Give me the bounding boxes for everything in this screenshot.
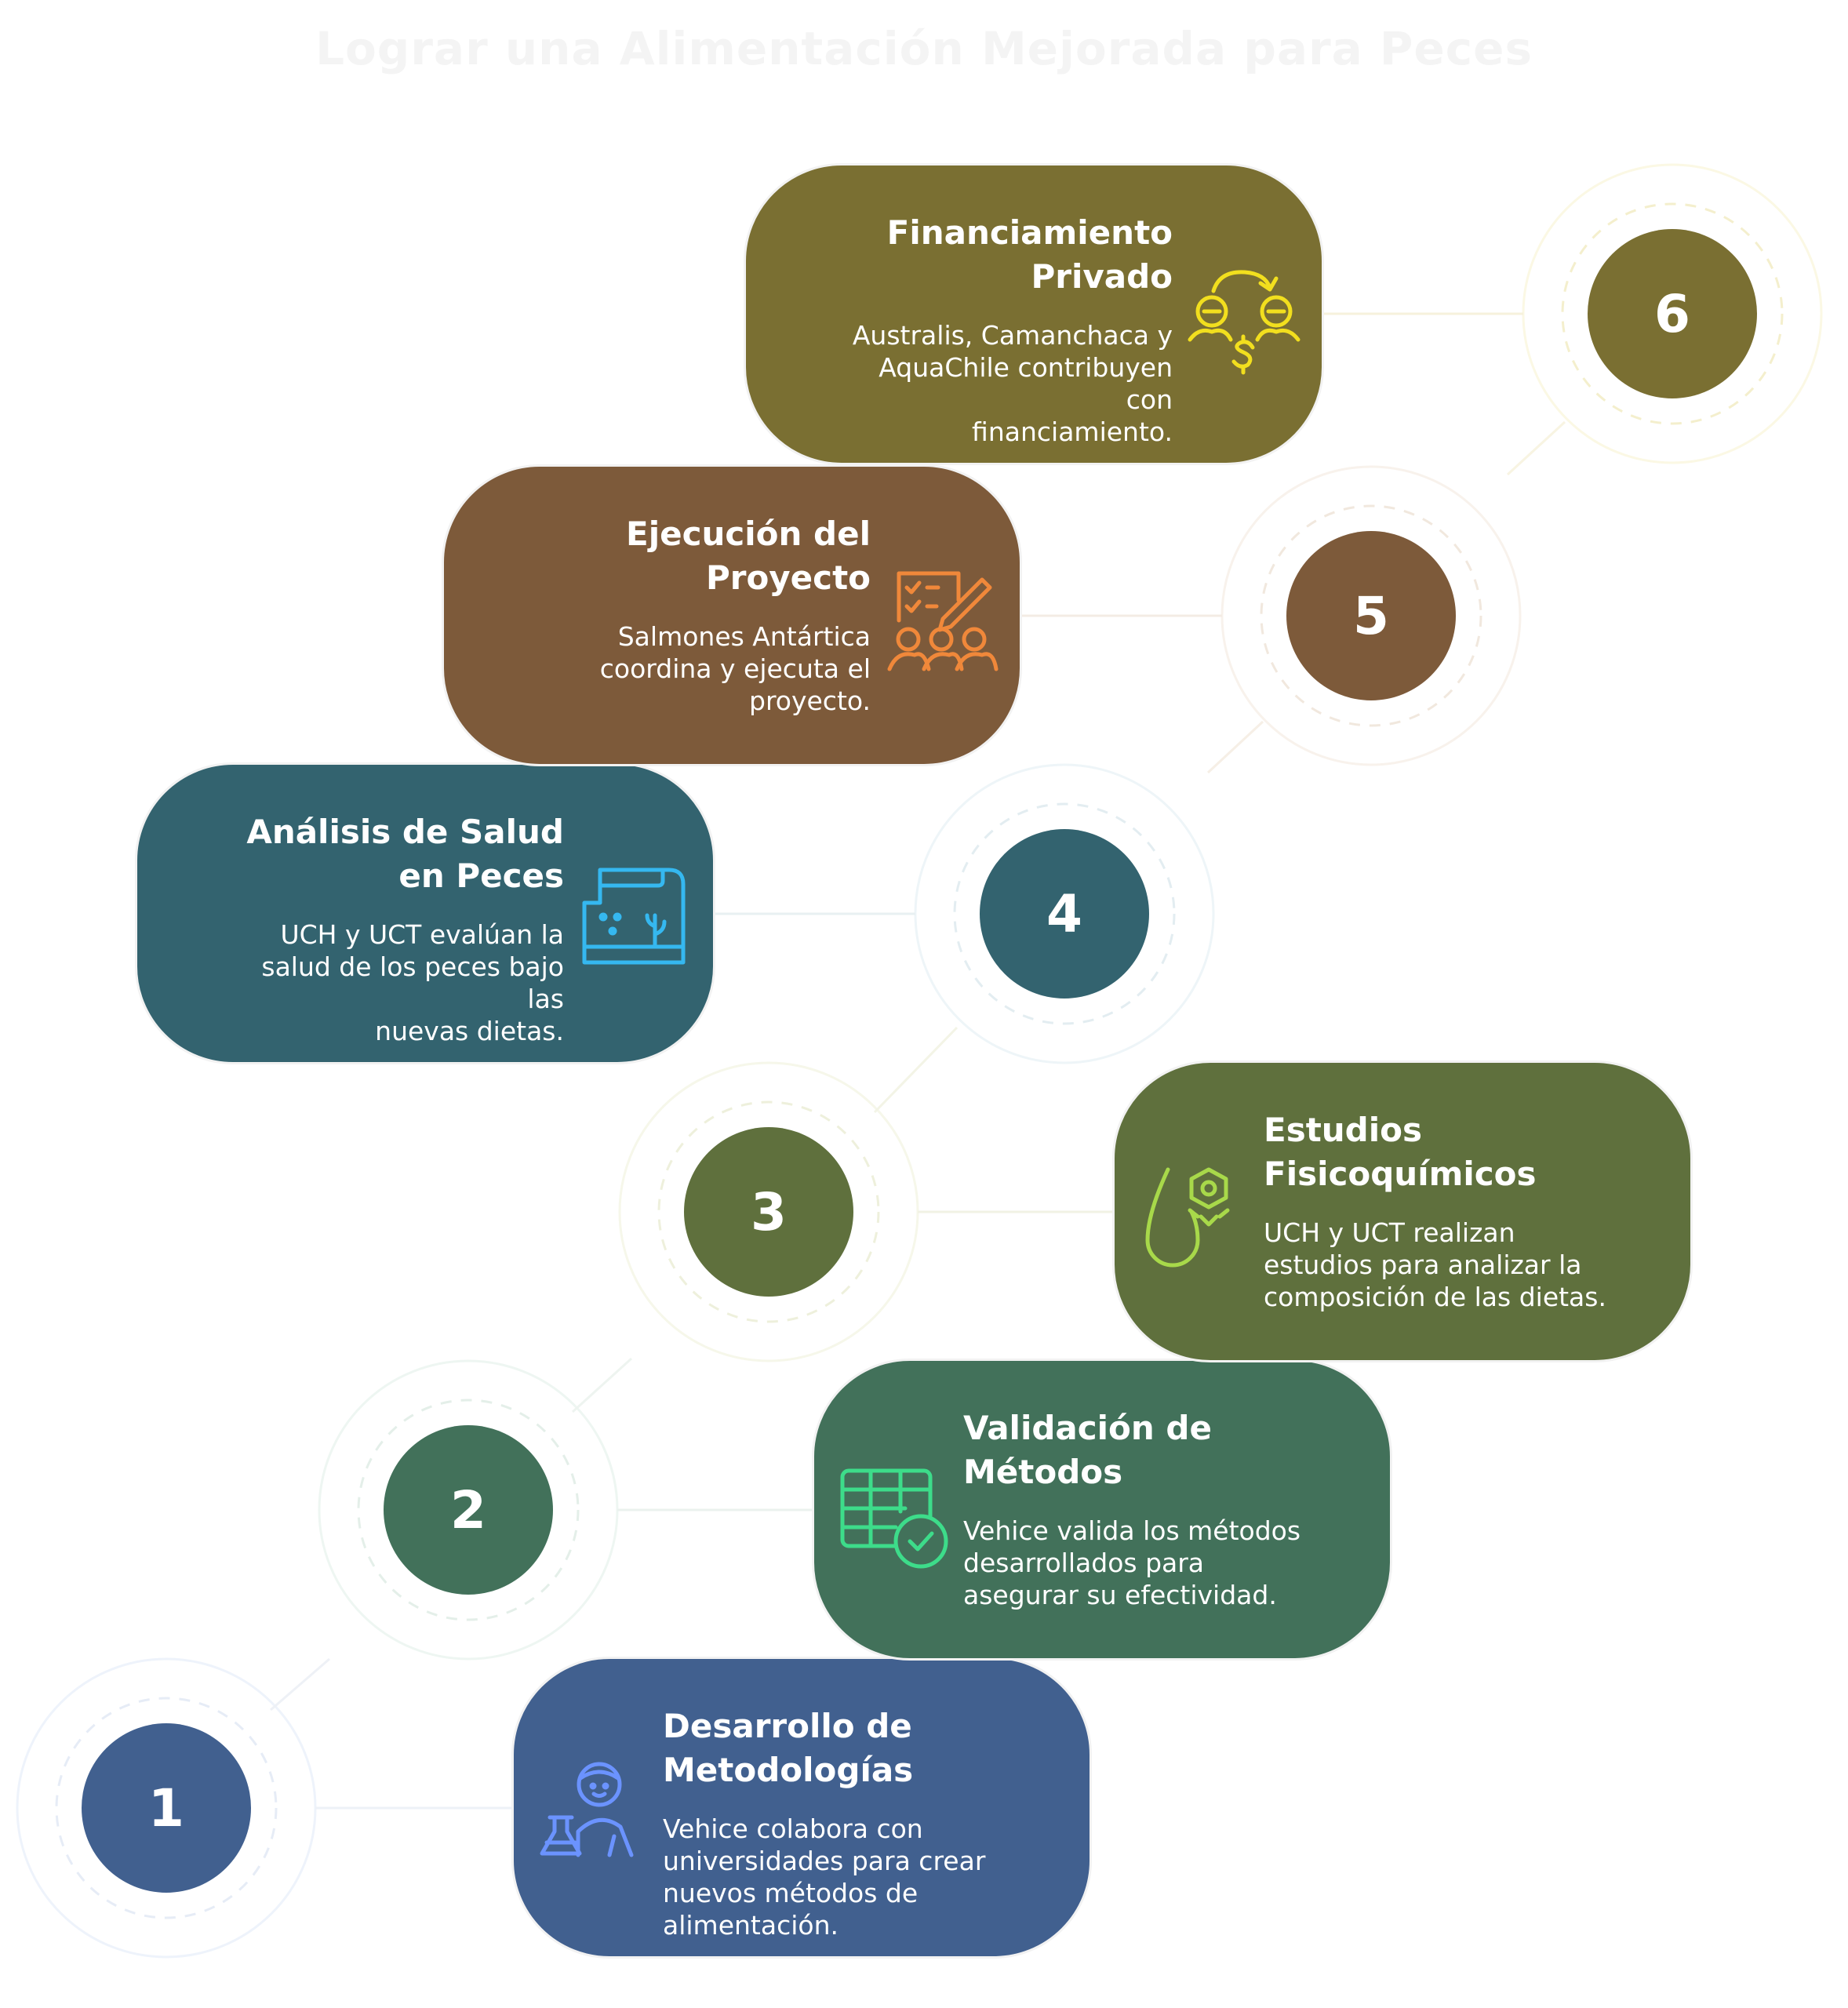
- step-3-heading: Estudios Fisicoquímicos: [1264, 1111, 1537, 1193]
- step-3-number: 3: [684, 1127, 853, 1297]
- step-6-text: Financiamiento Privado Australis, Camanc…: [828, 211, 1173, 448]
- step-6-number: 6: [1588, 229, 1757, 398]
- step-1-number: 1: [82, 1723, 251, 1893]
- step-6-description: Australis, Camanchaca y AquaChile contri…: [852, 320, 1173, 447]
- step-4-heading: Análisis de Salud en Peces: [246, 813, 564, 895]
- step-2-heading: Validación de Métodos: [963, 1409, 1212, 1491]
- team-plan-icon: [883, 562, 1001, 680]
- table-check-icon: [833, 1457, 951, 1574]
- diagram-title: Lograr una Alimentación Mejorada para Pe…: [315, 22, 1533, 75]
- step-4-text: Análisis de Salud en Peces UCH y UCT eva…: [219, 810, 564, 1047]
- step-2-card: Validación de Métodos Vehice valida los …: [812, 1359, 1392, 1661]
- aquarium-icon: [577, 860, 694, 978]
- step-3-text: Estudios Fisicoquímicos UCH y UCT realiz…: [1264, 1108, 1609, 1313]
- ring-5-dashed: [1260, 504, 1482, 727]
- step-2-number: 2: [384, 1425, 553, 1595]
- ring-6-dashed: [1561, 202, 1784, 425]
- step-5-number: 5: [1286, 531, 1456, 700]
- droplet-molecule-icon: [1133, 1159, 1251, 1276]
- step-4-description: UCH y UCT evalúan la salud de los peces …: [261, 919, 564, 1046]
- step-1-card: Desarrollo de Metodologías Vehice colabo…: [511, 1657, 1092, 1959]
- step-4-card: Análisis de Salud en Peces UCH y UCT eva…: [135, 762, 715, 1064]
- step-5-text: Ejecución del Proyecto Salmones Antártic…: [526, 512, 871, 717]
- ring-3-dashed: [657, 1100, 880, 1323]
- step-1-text: Desarrollo de Metodologías Vehice colabo…: [663, 1704, 1008, 1941]
- money-exchange-icon: [1185, 261, 1303, 379]
- scientist-flask-icon: [533, 1755, 650, 1872]
- ring-1-dashed: [55, 1697, 278, 1919]
- step-2-description: Vehice valida los métodos desarrollados …: [963, 1515, 1301, 1610]
- step-5-heading: Ejecución del Proyecto: [626, 515, 871, 597]
- step-4-number: 4: [980, 829, 1149, 999]
- step-1-description: Vehice colabora con universidades para c…: [663, 1813, 986, 1941]
- step-1-heading: Desarrollo de Metodologías: [663, 1707, 914, 1789]
- step-6-heading: Financiamiento Privado: [886, 213, 1173, 296]
- step-5-card: Ejecución del Proyecto Salmones Antártic…: [442, 464, 1022, 766]
- ring-4-dashed: [953, 802, 1176, 1025]
- step-3-card: Estudios Fisicoquímicos UCH y UCT realiz…: [1112, 1060, 1693, 1362]
- step-3-description: UCH y UCT realizan estudios para analiza…: [1264, 1217, 1606, 1312]
- step-6-card: Financiamiento Privado Australis, Camanc…: [744, 163, 1324, 465]
- ring-2-dashed: [357, 1399, 580, 1621]
- step-2-text: Validación de Métodos Vehice valida los …: [963, 1406, 1308, 1611]
- step-5-description: Salmones Antártica coordina y ejecuta el…: [599, 621, 871, 716]
